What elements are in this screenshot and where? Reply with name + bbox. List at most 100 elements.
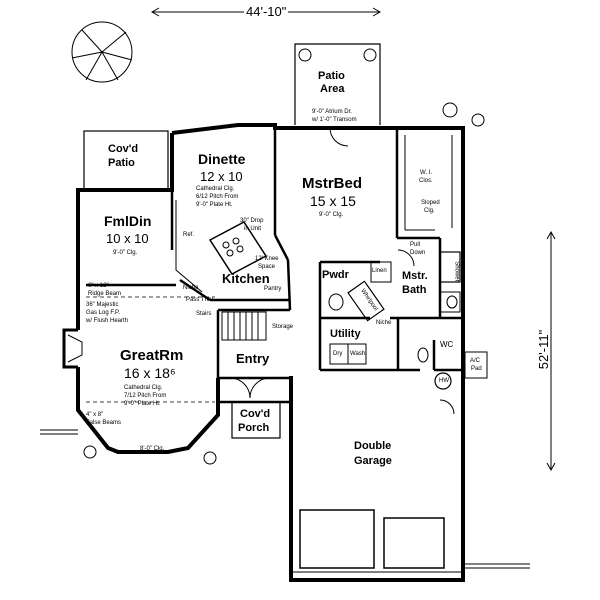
- wc-toilet: [417, 347, 429, 363]
- great-rm-fp-line3: w/ Flush Hearth: [86, 318, 129, 324]
- patio-area-note-line2: w/ 1'-0" Transom: [312, 117, 357, 123]
- interior-walls: [86, 128, 463, 404]
- fml-din-note: 9'-0" Clg.: [113, 250, 138, 256]
- vanity-top: [439, 291, 461, 313]
- closet-pull-line2: Down: [410, 250, 426, 256]
- kitchen-knee-line1: 12' Knee: [255, 256, 279, 262]
- great-rm-note-line2: 7/12 Pitch From: [124, 393, 167, 399]
- closet-wi-line1: W. I.: [420, 170, 432, 176]
- utility-wc: WC: [440, 340, 454, 349]
- utility-dry: Dry: [333, 351, 343, 357]
- great-rm-dims: 16 x 18⁶: [124, 365, 176, 381]
- kitchen-pantry-label: Pantry: [264, 286, 282, 292]
- great-rm-beam-line2: False Beams: [86, 420, 122, 426]
- stair-stairs-label: Stairs: [196, 311, 212, 317]
- fireplace-box: [62, 328, 78, 369]
- covd-patio-name-line1: Cov'd: [108, 143, 139, 155]
- dinette-note-line3: 9'-0" Plate Ht.: [196, 202, 233, 208]
- vanity-sink: [446, 295, 458, 309]
- closet-shelves: [404, 135, 453, 231]
- closet-sloped-line2: Clg.: [424, 208, 435, 214]
- stair-pass-thru-label: Pass Thru: [186, 297, 214, 303]
- great-rm-fp-line1: 36" Majestic: [86, 302, 119, 308]
- patio-area-name-line2: Area: [320, 83, 345, 95]
- shrub-symbols: [83, 48, 485, 465]
- great-rm-beam-line1: 4" x 8": [86, 412, 104, 418]
- closet-shower: Shower: [453, 261, 460, 282]
- kitchen-name: Kitchen: [222, 271, 270, 286]
- washer: [347, 343, 367, 365]
- mstr-bath-name-line1: Mstr.: [402, 270, 428, 282]
- mstr-bath-linen: Linen: [372, 268, 387, 274]
- fireplace-hearth: [67, 334, 83, 363]
- overall-depth: 52'-11": [536, 327, 552, 372]
- utility-name: Utility: [330, 328, 361, 340]
- patio-door-swing: [329, 127, 349, 147]
- mstr-bath-name-line2: Bath: [402, 284, 427, 296]
- covd-porch-name-line2: Porch: [238, 422, 270, 434]
- staircase: [221, 311, 267, 341]
- pwdr-sink: [328, 293, 344, 311]
- utility-wash: Wash: [350, 351, 366, 357]
- kitchen-ref-label: Ref.: [183, 232, 195, 238]
- utility-niche: Niche: [376, 320, 392, 326]
- dinette-note-line1: Cathedral Clg.: [196, 186, 235, 192]
- stair-niche-label: Niche: [183, 285, 199, 291]
- fml-din-dims: 10 x 10: [106, 231, 149, 246]
- entry-name: Entry: [236, 351, 270, 366]
- great-rm-ridge-line1: 6" x 12": [88, 283, 109, 289]
- stair-storage-label: Storage: [272, 324, 294, 330]
- great-rm-note-line1: Cathedral Clg.: [124, 385, 163, 391]
- garage-name-line2: Garage: [354, 455, 392, 467]
- water-heater: [434, 372, 452, 390]
- kitchen-island: [208, 221, 268, 275]
- dinette-note-line2: 6/12 Pitch From: [196, 194, 239, 200]
- covd-patio-name-line2: Patio: [108, 157, 135, 169]
- great-rm-note-line3: 9'-0" Plate Ht.: [124, 401, 161, 407]
- mstr-bed-note: 9'-0" Clg.: [319, 212, 344, 218]
- mstr-bed-name: MstrBed: [302, 175, 363, 192]
- covd-porch-name-line1: Cov'd: [240, 408, 271, 420]
- patio-area-note-line1: 9'-0" Atrium Dr.: [312, 109, 352, 115]
- patio-area-outline: [294, 43, 381, 125]
- tree-symbol: [71, 21, 133, 83]
- closet-wi-line2: Clos.: [419, 178, 433, 184]
- dinette-name: Dinette: [198, 151, 246, 167]
- utility-hw: HW: [439, 378, 449, 384]
- width-arrow-left: [150, 7, 160, 17]
- fml-din-name: FmlDin: [104, 213, 152, 229]
- kitchen-counter: [175, 200, 203, 293]
- depth-arrow-top: [546, 230, 556, 240]
- cooktop-burners: [222, 237, 244, 257]
- depth-arrow-bottom: [546, 462, 556, 472]
- ac-pad: [464, 351, 488, 379]
- entry-doors: [229, 377, 271, 399]
- kitchen-drop-line1: 30" Drop: [240, 218, 264, 224]
- great-rm-name: GreatRm: [120, 347, 184, 364]
- shower-stall: [439, 251, 461, 283]
- pwdr-name: Pwdr: [322, 269, 349, 281]
- garage-doors: [299, 509, 445, 569]
- closet-pull-line1: Pull: [410, 242, 421, 248]
- great-rm-fp-line2: Gas Log F.P.: [86, 310, 120, 316]
- covd-porch-outline: [231, 402, 281, 439]
- ac-pad-line2: Pad: [471, 366, 482, 372]
- garage-name-line1: Double: [354, 440, 392, 452]
- closet-sloped-line1: Sloped: [421, 200, 440, 206]
- linen-closet: [370, 261, 392, 283]
- great-rm-ridge-line2: Ridge Beam: [88, 291, 122, 297]
- mstr-bed-dims: 15 x 15: [310, 193, 356, 209]
- width-arrow-right: [372, 7, 382, 17]
- great-room-beams: [86, 296, 215, 403]
- bath-door-swing: [397, 249, 415, 267]
- overall-width: 44'-10": [244, 4, 289, 19]
- dinette-dims: 12 x 10: [200, 169, 243, 184]
- garage-entry-door-swing: [439, 399, 455, 415]
- kitchen-knee-line2: Space: [258, 264, 276, 270]
- patio-area-name-line1: Patio: [318, 70, 345, 82]
- ac-pad-line1: A/C: [470, 358, 481, 364]
- whirlpool-tub: [347, 280, 385, 322]
- kitchen-drop-line2: in Unit: [244, 226, 262, 232]
- exterior-walls: [76, 123, 465, 582]
- great-rm-bay-clg: 8'-0" Clg.: [140, 446, 165, 452]
